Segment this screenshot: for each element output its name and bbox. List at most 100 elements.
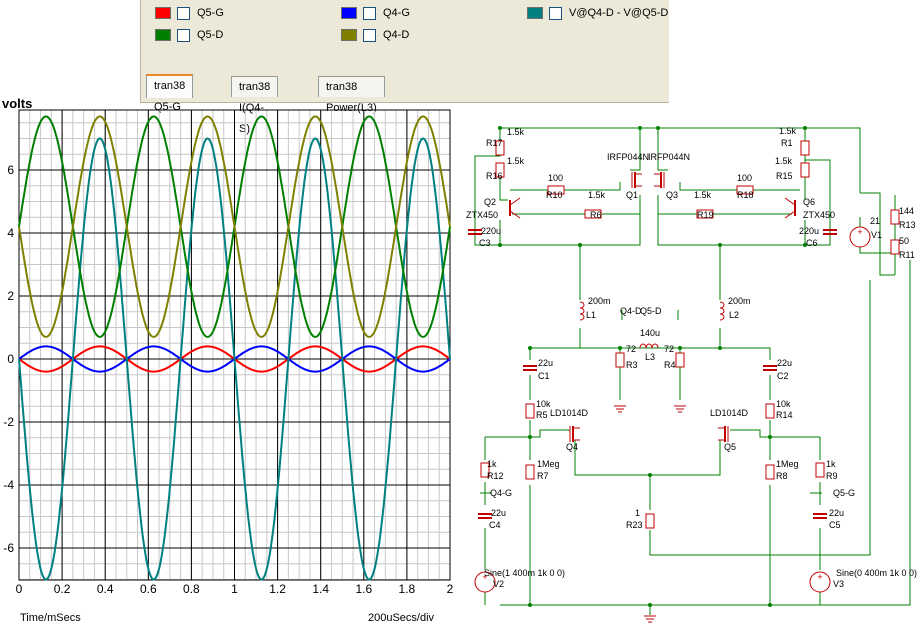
legend-item-q5g[interactable]: Q5-G (155, 5, 224, 21)
resistor (495, 162, 505, 178)
inductor (579, 313, 585, 321)
tab-power-l3[interactable]: tran38 Power(L3) (318, 76, 385, 114)
component-label: Q6 (803, 197, 815, 207)
resistor (525, 464, 535, 480)
component-label: R10 (546, 190, 563, 200)
component-label: ZTX450 (803, 210, 835, 220)
inductor (639, 343, 647, 349)
color-swatch (341, 29, 357, 41)
component-label: 144 (899, 206, 914, 216)
color-swatch (155, 7, 171, 19)
color-swatch (527, 7, 543, 19)
component-label: L1 (586, 310, 596, 320)
component-label: 200m (588, 296, 611, 306)
x-tick-label: 1.8 (399, 582, 416, 596)
legend-label: Q4-G (383, 7, 410, 19)
wire (657, 128, 668, 171)
resistor (890, 209, 900, 225)
checkbox[interactable] (549, 6, 562, 20)
legend-label: Q4-D (383, 29, 410, 41)
component-label: 50 (899, 236, 909, 246)
y-tick-label: 4 (7, 226, 14, 240)
component-label: 140u (640, 328, 660, 338)
y-tick-label: 2 (7, 289, 14, 303)
component-label: 1Meg (537, 459, 560, 469)
component-label: R15 (776, 171, 793, 181)
component-label: V1 (871, 230, 882, 240)
resistor (815, 462, 825, 478)
legend-item-q4d[interactable]: Q4-D (341, 27, 409, 43)
wire (657, 195, 805, 246)
resistor (765, 464, 775, 480)
component-label: LD1014D (550, 408, 589, 418)
component-label: C6 (806, 238, 818, 248)
component-label: R17 (486, 138, 503, 148)
component-label: 1 (635, 508, 640, 518)
component-label: LD1014D (710, 408, 749, 418)
wire (650, 280, 871, 556)
component-label: 220u (481, 226, 501, 236)
x-tick-label: 0 (16, 582, 23, 596)
resistor (547, 185, 565, 195)
component-label: Q4 (566, 442, 578, 452)
tab-q5g[interactable]: tran38 Q5-G (146, 74, 194, 113)
checkbox[interactable] (363, 6, 376, 20)
resistor (696, 209, 714, 219)
component-label: Q2 (484, 197, 496, 207)
junction (803, 126, 807, 130)
wire (804, 159, 831, 246)
component-label: 21 (870, 216, 880, 226)
series-line-v-q4-d-v-q5-d (18, 137, 451, 581)
component-label: Q1 (626, 190, 638, 200)
junction (768, 435, 772, 439)
x-tick-label: 1.2 (269, 582, 286, 596)
x-scale-label: 200uSecs/div (368, 612, 435, 624)
x-axis-title: Time/mSecs (20, 612, 81, 624)
checkbox[interactable] (177, 6, 190, 20)
legend-label: V@Q4-D - V@Q5-D (569, 7, 669, 19)
component-label: R3 (626, 360, 638, 370)
component-label: Sine(0 400m 1k 0 0) (836, 568, 917, 578)
component-label: 1k (487, 459, 497, 469)
component-label: L2 (729, 310, 739, 320)
component-label: R23 (626, 520, 643, 530)
voltage-source-icon (849, 226, 871, 248)
legend-item-diff[interactable]: V@Q4-D - V@Q5-D (527, 5, 668, 21)
wire (499, 170, 508, 201)
legend-item-q5d[interactable]: Q5-D (155, 27, 223, 43)
component-label: R18 (737, 190, 754, 200)
x-tick-label: 0.8 (183, 582, 200, 596)
component-label: V3 (833, 579, 844, 589)
component-label: 22u (538, 358, 553, 368)
wire (574, 440, 721, 476)
wire (510, 182, 621, 191)
plus-sign: + (857, 227, 862, 237)
junction (528, 603, 532, 607)
legend-item-q4g[interactable]: Q4-G (341, 5, 410, 21)
resistor (890, 239, 900, 255)
junction (528, 435, 532, 439)
resistor (615, 352, 625, 368)
wire (860, 192, 895, 276)
junction (498, 243, 502, 247)
transistor-icon (784, 210, 796, 219)
resistor (525, 403, 535, 419)
component-label: 22u (829, 508, 844, 518)
resistor (800, 162, 810, 178)
wire (499, 195, 641, 246)
tab-i-q4s[interactable]: tran38 I(Q4-S) (231, 76, 279, 135)
inductor (579, 301, 585, 309)
x-tick-label: 0.4 (97, 582, 114, 596)
plus-sign: + (817, 572, 822, 582)
y-tick-label: -2 (3, 415, 14, 429)
component-label: Q4-G (490, 488, 512, 498)
legend-label: Q5-D (197, 29, 224, 41)
x-tick-label: 0.2 (54, 582, 71, 596)
junction (638, 126, 642, 130)
checkbox[interactable] (363, 28, 376, 42)
checkbox[interactable] (177, 28, 190, 42)
y-tick-label: 0 (7, 352, 14, 366)
junction (718, 346, 722, 350)
component-label: Q5-D (640, 306, 662, 316)
